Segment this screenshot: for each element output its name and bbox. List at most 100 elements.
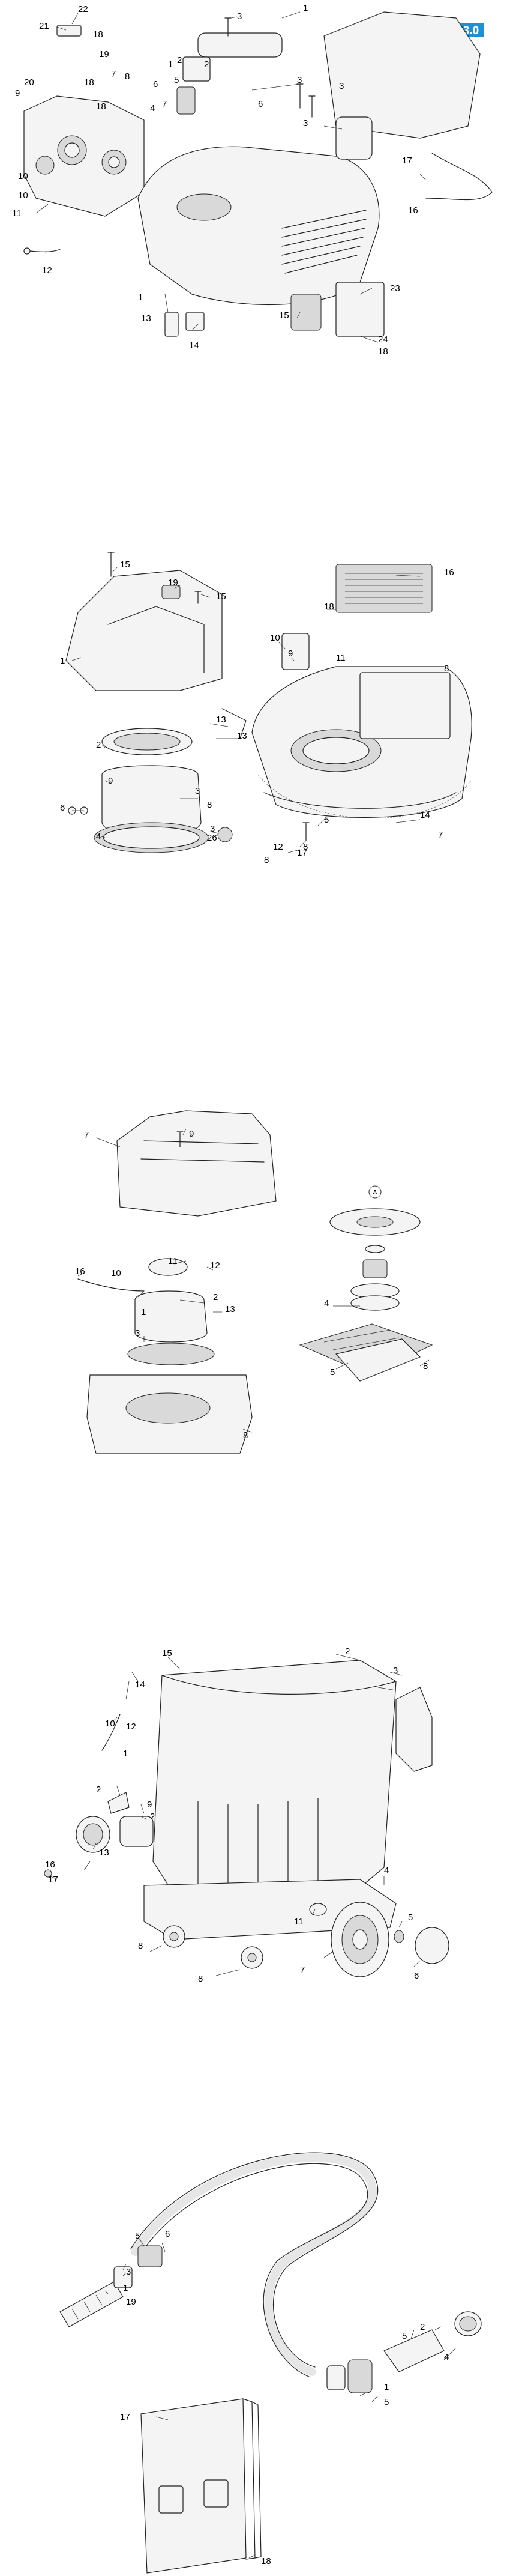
filter-holder-part <box>281 633 310 670</box>
callout-number: 17 <box>120 2412 130 2422</box>
callout-number: 18 <box>93 29 103 40</box>
callout-number: 20 <box>24 77 34 88</box>
callout-number: 2 <box>177 55 182 65</box>
callout-number: 2 <box>204 59 209 70</box>
motor-head-rib <box>281 228 365 247</box>
callout-number: 15 <box>162 1648 172 1658</box>
lid-rim <box>263 792 457 809</box>
hose-inlet-part <box>83 1823 103 1846</box>
callout-number: 3 <box>210 824 215 834</box>
callout-number: 12 <box>126 1722 136 1732</box>
cable-part <box>29 249 61 252</box>
callout-number: 18 <box>84 77 94 88</box>
gasket-part <box>257 774 472 818</box>
coupling-part <box>347 2359 373 2393</box>
wheel-hub-part <box>352 1929 368 1950</box>
panel-5-hose-accessories <box>59 2152 482 2574</box>
plug-part <box>23 247 31 255</box>
callout-number: 2 <box>213 1292 218 1302</box>
ring-part <box>350 1295 400 1311</box>
callout-number: 3 <box>393 1666 398 1676</box>
float-cage-part <box>176 86 196 115</box>
callout-number: 8 <box>444 664 449 674</box>
motor-cap-part <box>148 1258 188 1276</box>
clip-part <box>394 1930 404 1943</box>
callout-number: 1 <box>168 59 173 70</box>
callout-number: 1 <box>384 2382 389 2392</box>
cover-inner-part <box>107 606 205 673</box>
callout-number: 14 <box>135 1680 145 1690</box>
motor-opening-part <box>176 193 232 221</box>
callout-number: 8 <box>125 71 130 82</box>
callout-number: 17 <box>402 156 412 166</box>
callout-number: 7 <box>162 99 167 109</box>
filter-compartment-part <box>359 672 451 739</box>
damper-part <box>217 827 233 842</box>
marker-a-circle <box>368 1185 382 1199</box>
callout-number: 12 <box>273 842 283 852</box>
relay-part <box>185 312 205 331</box>
hose-cuff-part <box>137 2245 163 2267</box>
nozzle-tip-ribs <box>71 2294 103 2320</box>
callout-number: 2 <box>96 1785 101 1795</box>
callout-number: 18 <box>261 2556 271 2566</box>
callout-number: 11 <box>294 1917 304 1927</box>
upper-lid-rib <box>140 1158 265 1163</box>
tab-part <box>107 1792 130 1814</box>
callout-number: 1 <box>141 1307 146 1317</box>
callout-number: 8 <box>138 1941 143 1951</box>
callout-number: 7 <box>111 69 116 79</box>
pipe-bracket-part <box>335 116 373 160</box>
cover-part <box>65 570 223 691</box>
motor-head-rib <box>281 246 361 265</box>
callout-number: 6 <box>165 2229 170 2239</box>
callout-number: 17 <box>48 1875 58 1885</box>
callout-number: 13 <box>216 715 226 725</box>
screw-part <box>308 95 316 118</box>
screw-part <box>296 83 304 109</box>
callout-number: 2 <box>420 2322 425 2332</box>
callout-number: 13 <box>99 1848 109 1858</box>
screw-part <box>107 552 115 577</box>
filter-bag-stack <box>251 2401 262 2559</box>
callout-number: 8 <box>264 855 269 865</box>
filter-cartridge-part <box>335 564 433 613</box>
handle-part <box>197 32 283 58</box>
leader-lines <box>50 1654 421 1976</box>
callout-number: 23 <box>390 283 400 294</box>
callout-number: 19 <box>126 2297 136 2307</box>
leader-lines <box>35 11 427 343</box>
callout-number: 5 <box>135 2231 140 2241</box>
diaphragm-part <box>356 1216 394 1228</box>
callout-number: 21 <box>39 21 49 31</box>
callout-number: 8 <box>198 1974 203 1984</box>
motor-base-part <box>103 826 200 849</box>
callout-number: 3 <box>195 786 200 796</box>
callout-number: 19 <box>168 578 178 588</box>
bag-collar-part <box>203 2479 229 2508</box>
coupling-part <box>326 2365 346 2390</box>
callout-number: 9 <box>189 1129 194 1139</box>
container-lid-opening <box>302 737 370 764</box>
callout-number: 11 <box>12 208 22 219</box>
callout-number: 14 <box>189 340 199 351</box>
socket-part <box>35 156 55 175</box>
callout-number: 14 <box>420 810 430 820</box>
bracket-part <box>182 56 211 82</box>
callout-number: 8 <box>243 1430 248 1441</box>
callout-number: 9 <box>288 649 293 659</box>
callout-number: 5 <box>408 1912 413 1923</box>
screw-part <box>302 822 310 841</box>
callout-number: 3 <box>297 75 302 85</box>
callout-number: 3 <box>237 11 242 22</box>
rear-cover-part <box>335 282 385 337</box>
callout-number: 6 <box>414 1971 419 1981</box>
adapter-part <box>113 2266 133 2288</box>
leader-lines <box>104 2236 457 2559</box>
elbow-part <box>383 2329 445 2372</box>
bracket-part <box>221 708 247 739</box>
screw-part <box>44 1869 52 1878</box>
callout-number: 5 <box>402 2331 407 2341</box>
